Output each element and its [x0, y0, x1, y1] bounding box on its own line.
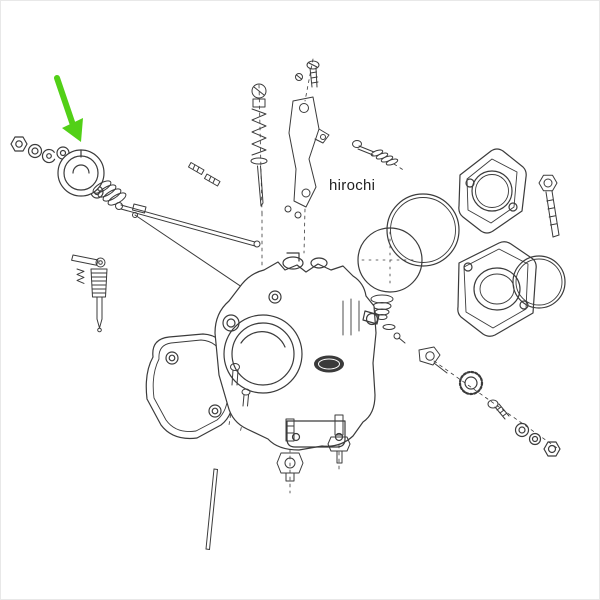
flat-washers	[514, 422, 542, 446]
flat-washer	[27, 143, 43, 159]
spacer-block	[457, 241, 537, 337]
pump-cover	[56, 146, 105, 199]
body-screws	[230, 363, 251, 407]
diagram-linework	[10, 58, 566, 550]
float-lever	[418, 346, 448, 374]
mount-bolt	[538, 174, 560, 238]
flange-plate	[458, 148, 527, 234]
enrichener-assembly	[71, 254, 108, 333]
diaphragm	[357, 227, 423, 293]
roll-pins	[188, 162, 221, 187]
o-ring-small	[512, 255, 566, 309]
arrow-shaft	[54, 75, 76, 128]
cable-bracket	[284, 60, 330, 219]
throttle-rod	[115, 202, 261, 248]
carburetor-body	[214, 252, 380, 451]
arrow-head	[62, 118, 83, 142]
hardware-nut	[10, 136, 28, 152]
o-ring-large	[386, 193, 460, 267]
star-washer	[458, 370, 484, 396]
highlight-arrow-icon	[54, 75, 83, 142]
hex-nut	[543, 441, 561, 457]
e-clip	[41, 148, 56, 164]
intermediate-jet	[327, 414, 351, 464]
mount-screw	[487, 399, 510, 420]
needle-spring-assembly	[250, 83, 268, 207]
idle-screw-spring	[352, 140, 399, 166]
overflow-tube	[205, 468, 218, 550]
coil-spring	[92, 180, 127, 206]
main-jet-assembly	[276, 418, 304, 482]
watermark-text: hirochi	[329, 177, 376, 194]
